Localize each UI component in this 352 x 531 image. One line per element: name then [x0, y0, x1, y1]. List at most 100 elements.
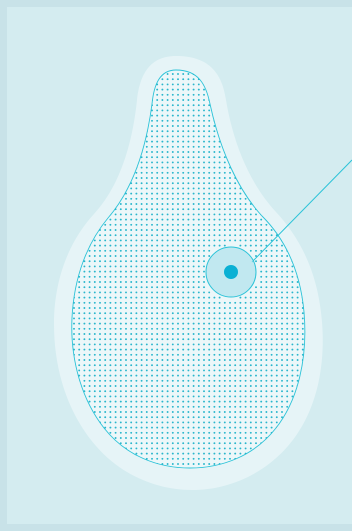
grid-dot: [250, 224, 252, 226]
grid-dot: [109, 401, 111, 403]
grid-dot: [130, 219, 132, 221]
grid-dot: [104, 281, 106, 283]
grid-dot: [281, 395, 283, 397]
grid-dot: [213, 167, 215, 169]
grid-dot: [234, 442, 236, 444]
grid-dot: [125, 401, 127, 403]
grid-dot: [109, 234, 111, 236]
grid-dot: [151, 442, 153, 444]
grid-dot: [182, 109, 184, 111]
grid-dot: [167, 83, 169, 85]
grid-dot: [182, 338, 184, 340]
grid-dot: [73, 78, 75, 80]
grid-dot: [130, 187, 132, 189]
grid-dot: [213, 239, 215, 241]
grid-dot: [245, 447, 247, 449]
grid-dot: [286, 161, 288, 163]
grid-dot: [99, 312, 101, 314]
grid-dot: [260, 317, 262, 319]
grid-dot: [291, 141, 293, 143]
grid-dot: [99, 323, 101, 325]
grid-dot: [109, 130, 111, 132]
grid-dot: [203, 141, 205, 143]
grid-dot: [229, 432, 231, 434]
grid-dot: [120, 343, 122, 345]
grid-dot: [135, 234, 137, 236]
grid-dot: [291, 453, 293, 455]
grid-dot: [182, 156, 184, 158]
grid-dot: [234, 317, 236, 319]
grid-dot: [109, 255, 111, 257]
grid-dot: [146, 323, 148, 325]
grid-dot: [213, 432, 215, 434]
grid-dot: [161, 156, 163, 158]
grid-dot: [161, 146, 163, 148]
grid-dot: [94, 89, 96, 91]
grid-dot: [115, 104, 117, 106]
grid-dot: [260, 255, 262, 257]
grid-dot: [177, 395, 179, 397]
grid-dot: [203, 416, 205, 418]
grid-dot: [99, 83, 101, 85]
grid-dot: [198, 255, 200, 257]
grid-dot: [83, 380, 85, 382]
grid-dot: [125, 83, 127, 85]
grid-dot: [193, 312, 195, 314]
grid-dot: [120, 167, 122, 169]
grid-dot: [104, 458, 106, 460]
grid-dot: [182, 458, 184, 460]
grid-dot: [302, 349, 304, 351]
grid-dot: [151, 167, 153, 169]
grid-dot: [219, 390, 221, 392]
grid-dot: [239, 437, 241, 439]
grid-dot: [260, 343, 262, 345]
grid-dot: [219, 198, 221, 200]
grid-dot: [141, 260, 143, 262]
grid-dot: [141, 401, 143, 403]
grid-dot: [83, 385, 85, 387]
grid-dot: [146, 364, 148, 366]
grid-dot: [198, 286, 200, 288]
grid-dot: [255, 328, 257, 330]
grid-dot: [265, 260, 267, 262]
grid-dot: [99, 265, 101, 267]
grid-dot: [213, 416, 215, 418]
grid-dot: [130, 224, 132, 226]
grid-dot: [250, 213, 252, 215]
grid-dot: [89, 297, 91, 299]
grid-dot: [172, 146, 174, 148]
grid-dot: [89, 213, 91, 215]
grid-dot: [281, 73, 283, 75]
grid-dot: [286, 115, 288, 117]
grid-dot: [135, 302, 137, 304]
grid-dot: [89, 130, 91, 132]
grid-dot: [109, 395, 111, 397]
grid-dot: [125, 276, 127, 278]
grid-dot: [182, 120, 184, 122]
grid-dot: [172, 224, 174, 226]
grid-dot: [255, 416, 257, 418]
grid-dot: [250, 323, 252, 325]
grid-dot: [182, 385, 184, 387]
grid-dot: [213, 458, 215, 460]
grid-dot: [276, 421, 278, 423]
grid-dot: [208, 213, 210, 215]
grid-dot: [78, 307, 80, 309]
grid-dot: [302, 323, 304, 325]
grid-dot: [109, 89, 111, 91]
grid-dot: [156, 328, 158, 330]
grid-dot: [286, 260, 288, 262]
grid-dot: [120, 427, 122, 429]
grid-dot: [229, 239, 231, 241]
grid-dot: [213, 198, 215, 200]
grid-dot: [245, 161, 247, 163]
grid-dot: [245, 203, 247, 205]
grid-dot: [130, 421, 132, 423]
grid-dot: [104, 89, 106, 91]
grid-dot: [89, 380, 91, 382]
grid-dot: [219, 369, 221, 371]
grid-dot: [291, 359, 293, 361]
grid-dot: [99, 395, 101, 397]
grid-dot: [281, 104, 283, 106]
grid-dot: [73, 333, 75, 335]
